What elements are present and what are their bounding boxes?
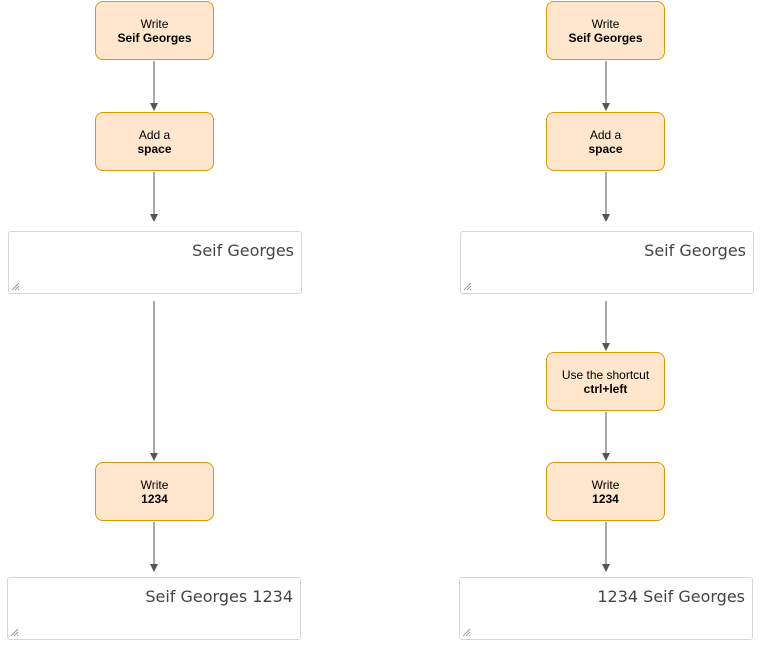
node-line2: Seif Georges: [117, 30, 192, 45]
resize-grip-icon[interactable]: [10, 628, 19, 637]
left-text-field-1[interactable]: Seif Georges: [8, 231, 302, 294]
node-line1: Write: [140, 16, 169, 31]
node-line2: space: [588, 141, 623, 156]
node-line2: 1234: [141, 491, 168, 506]
node-line1: Add a: [589, 127, 622, 142]
node-line2: 1234: [592, 491, 619, 506]
left-text-field-2[interactable]: Seif Georges 1234: [7, 577, 301, 640]
left-step-write-name: Write Seif Georges: [95, 1, 214, 60]
field-value: Seif Georges 1234: [145, 587, 293, 606]
node-line1: Add a: [138, 127, 171, 142]
field-value: 1234 Seif Georges: [597, 587, 745, 606]
field-value: Seif Georges: [192, 241, 294, 260]
right-text-field-1[interactable]: Seif Georges: [460, 231, 754, 294]
right-step-write-name: Write Seif Georges: [546, 1, 665, 60]
left-step-add-space: Add a space: [95, 112, 214, 171]
node-line1: Use the shortcut: [561, 367, 650, 382]
left-step-write-number: Write 1234: [95, 462, 214, 521]
right-step-write-number: Write 1234: [546, 462, 665, 521]
node-line2: space: [137, 141, 172, 156]
resize-grip-icon[interactable]: [462, 628, 471, 637]
right-step-shortcut: Use the shortcut ctrl+left: [546, 352, 665, 411]
resize-grip-icon[interactable]: [11, 282, 20, 291]
right-text-field-2[interactable]: 1234 Seif Georges: [459, 577, 753, 640]
resize-grip-icon[interactable]: [463, 282, 472, 291]
node-line1: Write: [591, 477, 620, 492]
node-line2: Seif Georges: [568, 30, 643, 45]
field-value: Seif Georges: [644, 241, 746, 260]
node-line1: Write: [591, 16, 620, 31]
right-step-add-space: Add a space: [546, 112, 665, 171]
node-line1: Write: [140, 477, 169, 492]
node-line2: ctrl+left: [583, 381, 628, 396]
